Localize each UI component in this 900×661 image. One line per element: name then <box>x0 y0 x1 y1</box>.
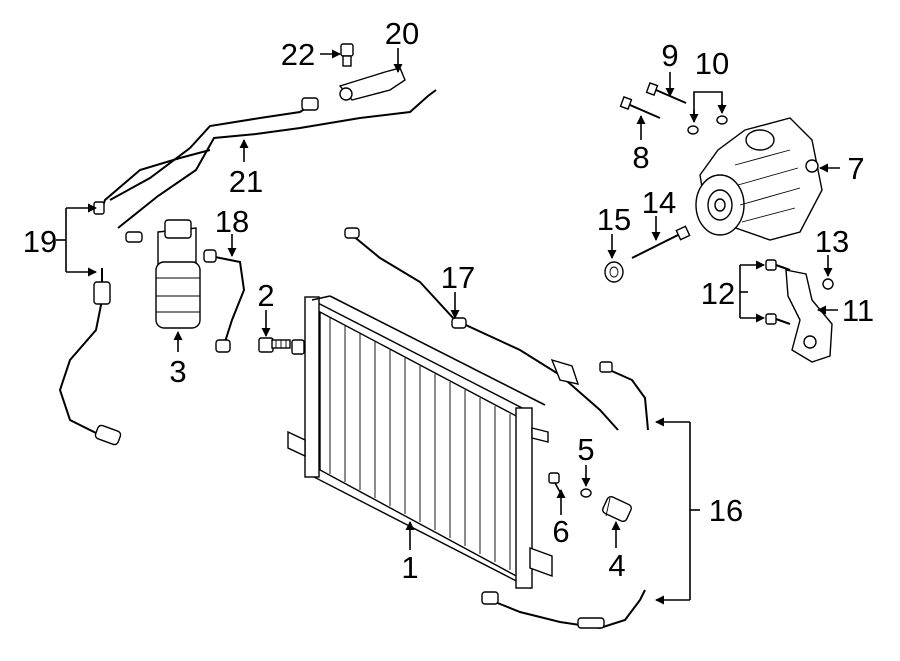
callout-7: 7 <box>847 151 864 186</box>
callout-20: 20 <box>385 16 419 51</box>
hose-part-16[interactable] <box>481 361 649 630</box>
callout-11: 11 <box>842 293 874 328</box>
callout-12: 12 <box>701 276 735 311</box>
valve-cap-part-22[interactable] <box>340 43 354 67</box>
callout-13: 13 <box>815 224 849 259</box>
callout-6: 6 <box>552 514 569 549</box>
callout-3: 3 <box>169 354 186 389</box>
bolt-part-6[interactable] <box>548 472 561 493</box>
leader-lines <box>56 48 840 605</box>
callout-10: 10 <box>695 46 729 81</box>
valve-part-20[interactable] <box>338 67 406 101</box>
receiver-drier-part[interactable] <box>155 219 201 329</box>
hose-part-18[interactable] <box>203 249 246 353</box>
bolt-part-8[interactable] <box>619 96 661 119</box>
callout-8: 8 <box>632 140 649 175</box>
washer-part-10b[interactable] <box>716 115 728 125</box>
stud-part-14[interactable] <box>631 225 691 259</box>
callout-16: 16 <box>709 493 743 528</box>
callout-19: 19 <box>23 224 57 259</box>
callout-17: 17 <box>441 260 475 295</box>
lines-part-21[interactable] <box>109 89 437 243</box>
callout-21: 21 <box>229 164 263 199</box>
hose-part-17[interactable] <box>344 227 619 431</box>
callout-1: 1 <box>401 550 418 585</box>
callout-labels: 1 2 3 4 5 6 7 8 9 10 11 12 13 14 15 16 1… <box>23 16 874 585</box>
nut-part-13[interactable] <box>822 278 834 290</box>
bolt-part-2[interactable] <box>258 337 305 355</box>
callout-9: 9 <box>661 38 678 73</box>
compressor-part[interactable] <box>695 117 823 241</box>
pressure-switch-part[interactable] <box>601 495 632 523</box>
bolt-part-12b[interactable] <box>765 313 791 325</box>
callout-15: 15 <box>597 202 631 237</box>
callout-5: 5 <box>577 432 594 467</box>
callout-18: 18 <box>215 204 249 239</box>
bracket-part[interactable] <box>785 269 833 363</box>
washer-part-10a[interactable] <box>687 125 699 135</box>
callout-4: 4 <box>608 548 625 583</box>
callout-22: 22 <box>281 37 315 72</box>
bolt-part-9[interactable] <box>645 82 687 104</box>
condenser-part[interactable] <box>287 295 553 590</box>
callout-14: 14 <box>642 185 676 220</box>
bolt-part-12a[interactable] <box>765 259 791 271</box>
callout-2: 2 <box>257 278 274 313</box>
o-ring-part-5[interactable] <box>580 488 592 498</box>
seal-part-15[interactable] <box>604 261 624 283</box>
